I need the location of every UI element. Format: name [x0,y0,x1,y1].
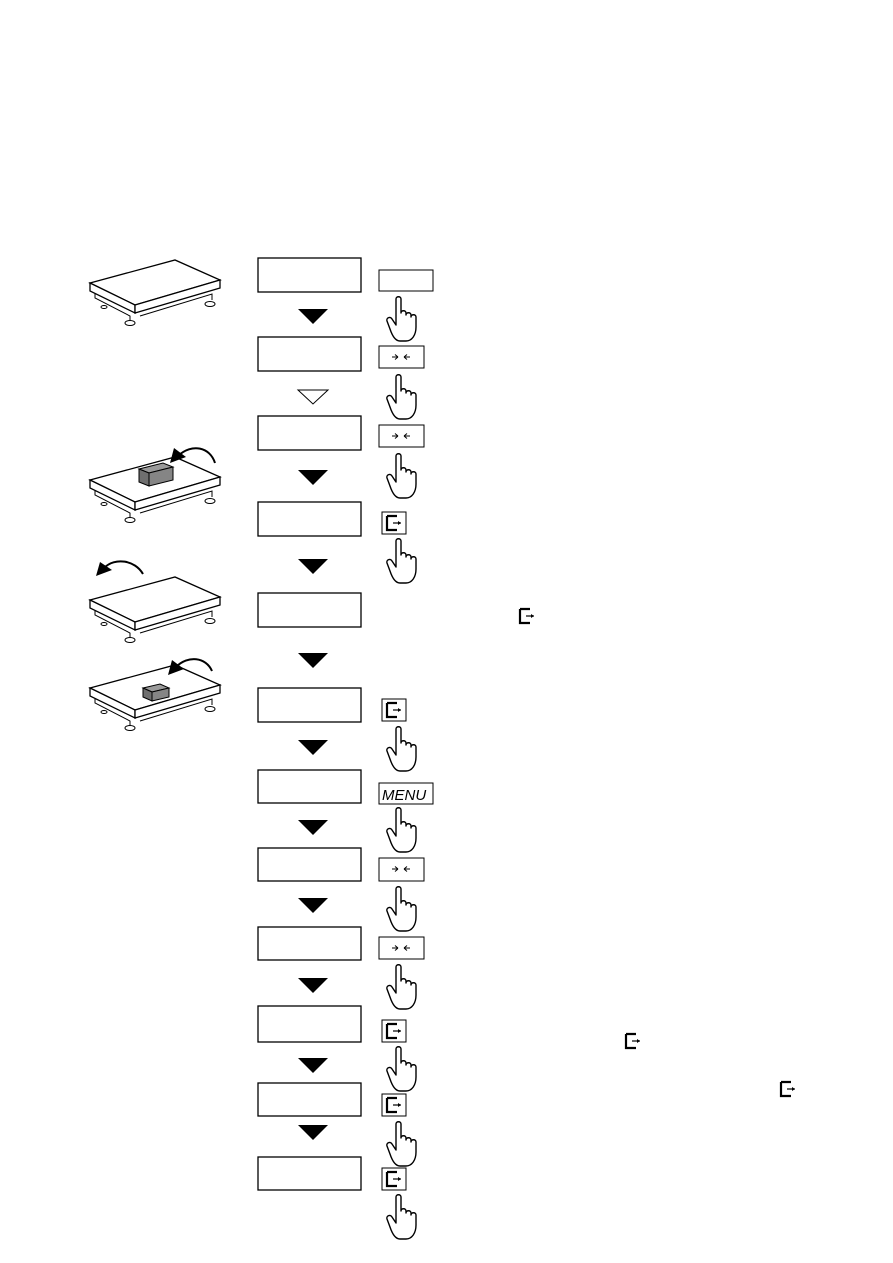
flow-arrows [296,309,330,1140]
down-arrow-11 [298,1125,328,1140]
display-box-7 [257,769,362,804]
hand-pointer-icon [386,453,417,499]
key-enter-step-12[interactable] [381,1167,407,1191]
enter-icon [624,1032,642,1050]
display-box-8 [257,847,362,882]
hand-pointer-icon [386,726,417,772]
down-arrow-1 [298,309,328,324]
scale-empty [89,259,221,327]
down-arrow-7 [298,820,328,835]
down-arrow-6 [298,740,328,755]
hand-pointer-icon [386,1046,417,1092]
menu-key-label: MENU [382,787,426,804]
display-box-10 [257,1005,362,1043]
scale-load-removed [89,560,221,644]
display-box-5 [257,592,362,628]
key-blank-step-1[interactable] [378,269,434,292]
display-column [257,257,362,1191]
down-arrow-5 [298,653,328,668]
hand-pointer-icon [386,1194,417,1240]
hand-pointer-icon [386,538,417,584]
key-zero-step-8[interactable] [378,857,425,882]
hand-pointer-icon [386,296,417,342]
down-arrow-3 [298,470,328,485]
display-box-4 [257,501,362,537]
hand-pointer-icon [386,1121,417,1167]
display-box-11 [257,1082,362,1117]
display-box-12 [257,1156,362,1191]
display-box-3 [257,415,362,451]
enter-icon [779,1080,797,1098]
scale-with-small-load [89,658,221,732]
hand-pointer-icon [386,374,417,420]
hand-pointer-icon [386,807,417,853]
down-arrow-10 [298,1058,328,1073]
key-zero-step-3[interactable] [378,424,425,448]
down-arrow-8 [298,898,328,913]
key-enter-step-4[interactable] [381,511,407,535]
down-arrow-4 [298,559,328,574]
down-arrow-9 [298,978,328,993]
key-enter-step-10[interactable] [381,1019,407,1043]
key-enter-step-6[interactable] [381,698,407,722]
down-arrow-2 [296,389,330,405]
display-box-6 [257,687,362,723]
key-enter-step-11[interactable] [381,1093,407,1117]
display-box-1 [257,257,362,293]
display-box-2 [257,336,362,372]
enter-icon [518,607,536,625]
key-zero-step-2[interactable] [378,345,425,369]
key-zero-step-9[interactable] [378,936,425,960]
scale-with-large-load [89,447,221,524]
key-menu-step-7[interactable]: MENU [378,782,434,805]
hand-pointer-icon [386,964,417,1010]
display-box-9 [257,926,362,961]
hand-pointer-icon [386,886,417,932]
